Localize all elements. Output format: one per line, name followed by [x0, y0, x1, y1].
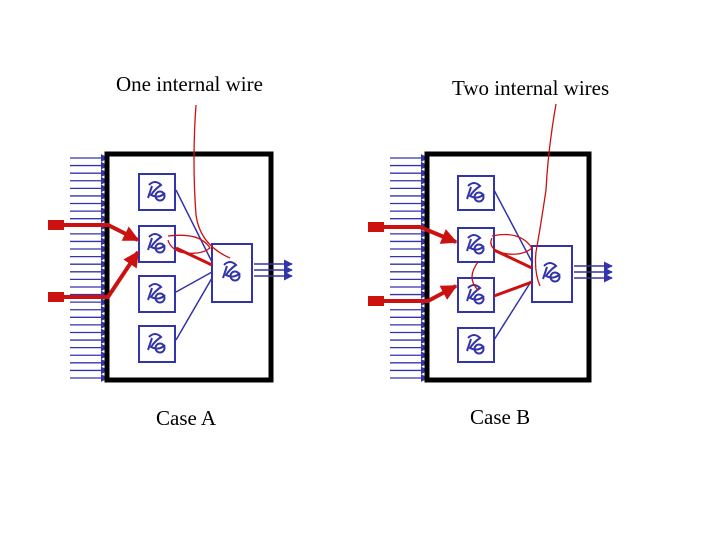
case-a-wire-4 — [175, 277, 213, 341]
case-a-title: One internal wire — [116, 72, 263, 96]
case-a-cell-3 — [138, 275, 176, 313]
case-b-outputs — [574, 261, 613, 283]
case-a-panel — [48, 104, 293, 383]
case-b-cell-1 — [457, 175, 495, 211]
case-b-cell-4 — [457, 327, 495, 363]
case-a-output-cell — [211, 243, 253, 303]
case-b-red-inputs — [368, 222, 458, 306]
case-b-title: Two internal wires — [452, 76, 610, 100]
case-b-caption: Case B — [470, 405, 531, 429]
case-b-internal-wires — [471, 103, 557, 298]
case-a-red-inputs — [48, 220, 140, 302]
case-b-input-pins — [390, 154, 429, 382]
case-a-caption: Case A — [156, 406, 217, 430]
case-b-wire-1 — [493, 189, 533, 263]
case-a-cell-4 — [138, 325, 176, 363]
case-b-output-cell — [531, 245, 573, 303]
case-a-outputs — [254, 259, 293, 281]
case-b-panel — [368, 103, 613, 383]
case-b-cell-3 — [457, 277, 495, 313]
case-a-wire-3 — [175, 271, 213, 293]
case-a-internal-wire — [167, 104, 231, 267]
case-b-wire-4 — [493, 279, 533, 341]
case-a-input-pins — [70, 154, 109, 382]
case-b-cell-2 — [457, 227, 495, 263]
case-a-cell-1 — [138, 173, 176, 211]
